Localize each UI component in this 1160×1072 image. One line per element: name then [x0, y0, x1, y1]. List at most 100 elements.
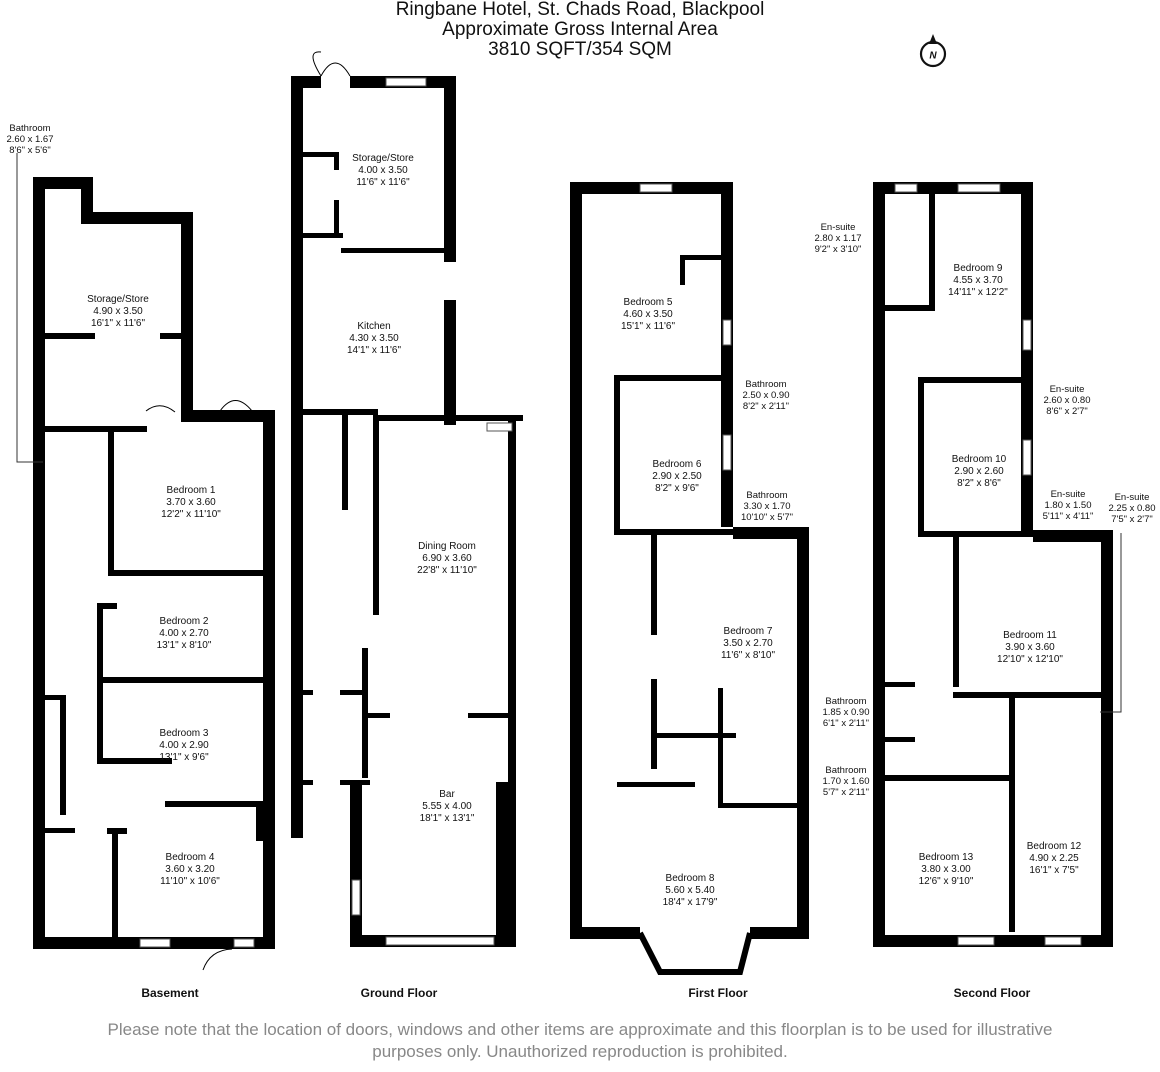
room-name: Kitchen: [357, 321, 391, 332]
floor-label-ground: Ground Floor: [360, 986, 438, 1000]
room-size-metric: 4.30 x 3.50: [349, 333, 399, 344]
room-size-metric: 4.00 x 2.70: [159, 628, 209, 639]
room-size-imperial: 18'1" x 13'1": [419, 813, 475, 824]
room-name: Bedroom 9: [953, 263, 1003, 274]
room-size-metric: 4.90 x 3.50: [93, 306, 143, 317]
room-label: Bedroom 6 2.90 x 2.50 8'2" x 9'6": [652, 459, 701, 495]
area-total: 3810 SQFT/354 SQM: [488, 39, 672, 60]
room-name: Bedroom 8: [665, 873, 715, 884]
room-size-metric: 1.85 x 0.90: [822, 707, 870, 718]
room-label: Bathroom 3.30 x 1.70 10'10" x 5'7": [741, 490, 793, 523]
room-size-imperial: 7'5" x 2'7": [1111, 514, 1153, 525]
disclaimer-line-1: Please note that the location of doors, …: [107, 1020, 1053, 1039]
room-size-metric: 4.55 x 3.70: [953, 275, 1003, 286]
floor-label-basement: Basement: [141, 986, 199, 1000]
room-size-imperial: 8'2" x 2'11": [742, 401, 790, 412]
room-size-imperial: 11'6" x 11'6": [356, 177, 410, 188]
room-size-metric: 4.00 x 2.90: [159, 740, 209, 751]
room-name: Storage/Store: [352, 153, 414, 164]
room-size-metric: 2.60 x 1.67: [6, 134, 54, 145]
basement-walls: [33, 177, 275, 949]
room-label: Storage/Store 4.90 x 3.50 16'1" x 11'6": [87, 294, 149, 330]
room-label: Bedroom 5 4.60 x 3.50 15'1" x 11'6": [621, 297, 675, 333]
room-name: En-suite: [1049, 384, 1085, 395]
room-name: Bathroom: [825, 696, 867, 707]
room-label: Kitchen 4.30 x 3.50 14'1" x 11'6": [347, 321, 401, 357]
room-size-imperial: 22'8" x 11'10": [417, 565, 477, 576]
room-size-metric: 3.30 x 1.70: [743, 501, 791, 512]
room-label: En-suite 1.80 x 1.50 5'11" x 4'11": [1043, 489, 1094, 522]
room-size-metric: 5.55 x 4.00: [422, 801, 472, 812]
room-size-imperial: 6'1" x 2'11": [822, 718, 870, 729]
room-size-imperial: 16'1" x 7'5": [1029, 865, 1079, 876]
room-label: Bathroom 2.50 x 0.90 8'2" x 2'11": [742, 379, 789, 412]
room-label: Bedroom 7 3.50 x 2.70 11'6" x 8'10": [721, 626, 775, 662]
room-label: Bedroom 2 4.00 x 2.70 13'1" x 8'10": [157, 616, 212, 652]
room-size-metric: 3.80 x 3.00: [921, 864, 971, 875]
room-size-imperial: 12'6" x 9'10": [918, 876, 974, 887]
room-size-imperial: 12'10" x 12'10": [997, 654, 1063, 665]
room-label: Dining Room 6.90 x 3.60 22'8" x 11'10": [417, 541, 477, 577]
room-size-imperial: 14'1" x 11'6": [346, 345, 402, 356]
room-label: Bedroom 4 3.60 x 3.20 11'10" x 10'6": [160, 852, 220, 888]
room-size-imperial: 8'2" x 8'6": [957, 478, 1001, 489]
room-size-imperial: 13'1" x 9'6": [159, 752, 209, 763]
room-size-imperial: 11'6" x 8'10": [720, 650, 776, 661]
room-size-metric: 2.90 x 2.60: [954, 466, 1004, 477]
room-label: Bedroom 11 3.90 x 3.60 12'10" x 12'10": [997, 630, 1063, 666]
room-label: Bedroom 3 4.00 x 2.90 13'1" x 9'6": [159, 728, 208, 764]
room-size-metric: 3.70 x 3.60: [166, 497, 216, 508]
room-size-imperial: 5'7" x 2'11": [822, 787, 870, 798]
room-size-imperial: 5'11" x 4'11": [1042, 511, 1094, 522]
room-size-imperial: 11'10" x 10'6": [160, 876, 220, 887]
room-size-metric: 4.60 x 3.50: [623, 309, 673, 320]
room-name: Bedroom 2: [159, 616, 209, 627]
first-floor-walls: [570, 182, 809, 939]
room-label: Bedroom 12 4.90 x 2.25 16'1" x 7'5": [1027, 841, 1081, 877]
room-size-imperial: 14'11" x 12'2": [948, 287, 1008, 298]
room-size-metric: 4.90 x 2.25: [1029, 853, 1079, 864]
floor-label-second: Second Floor: [953, 986, 1031, 1000]
room-label: En-suite 2.80 x 1.17 9'2" x 3'10": [814, 222, 861, 255]
room-size-metric: 4.00 x 3.50: [358, 165, 408, 176]
room-size-imperial: 8'2" x 9'6": [655, 483, 699, 494]
room-name: Bedroom 12: [1026, 841, 1082, 852]
room-name: Dining Room: [418, 541, 476, 552]
room-label: Bedroom 13 3.80 x 3.00 12'6" x 9'10": [919, 852, 974, 888]
disclaimer: Please note that the location of doors, …: [20, 1019, 1140, 1063]
property-address: Ringbane Hotel, St. Chads Road, Blackpoo…: [395, 0, 765, 20]
room-name: Bedroom 13: [918, 852, 974, 863]
room-size-metric: 3.50 x 2.70: [723, 638, 773, 649]
room-label: Bathroom 1.70 x 1.60 5'7" x 2'11": [822, 765, 869, 798]
room-size-metric: 6.90 x 3.60: [422, 553, 472, 564]
room-size-metric: 5.60 x 5.40: [665, 885, 715, 896]
room-name: En-suite: [820, 222, 856, 233]
room-name: Bedroom 3: [159, 728, 209, 739]
room-name: Bar: [439, 789, 455, 800]
room-size-metric: 2.90 x 2.50: [652, 471, 702, 482]
area-caption: Approximate Gross Internal Area: [442, 19, 718, 40]
room-size-imperial: 8'6" x 5'6": [9, 145, 51, 156]
room-size-metric: 2.60 x 0.80: [1043, 395, 1091, 406]
room-label: Bedroom 9 4.55 x 3.70 14'11" x 12'2": [948, 263, 1008, 299]
room-name: Bathroom: [9, 123, 51, 134]
room-size-imperial: 9'2" x 3'10": [814, 244, 862, 255]
room-size-imperial: 10'10" x 5'7": [740, 512, 794, 523]
room-size-metric: 3.90 x 3.60: [1005, 642, 1055, 653]
plan-title: Ringbane Hotel, St. Chads Road, Blackpoo…: [330, 0, 830, 60]
room-size-metric: 2.25 x 0.80: [1108, 503, 1156, 514]
room-label: Bar 5.55 x 4.00 18'1" x 13'1": [420, 789, 475, 825]
room-label: Bedroom 8 5.60 x 5.40 18'4" x 17'9": [663, 873, 718, 909]
room-size-imperial: 15'1" x 11'6": [620, 321, 676, 332]
room-name: Bedroom 10: [951, 454, 1007, 465]
room-label: Bathroom 2.60 x 1.67 8'6" x 5'6": [6, 123, 53, 156]
room-size-metric: 1.80 x 1.50: [1044, 500, 1092, 511]
room-size-imperial: 18'4" x 17'9": [662, 897, 718, 908]
svg-text:N: N: [929, 51, 937, 62]
room-label: En-suite 2.25 x 0.80 7'5" x 2'7": [1108, 492, 1155, 525]
room-name: Bathroom: [825, 765, 867, 776]
room-label: Storage/Store 4.00 x 3.50 11'6" x 11'6": [352, 153, 414, 189]
room-name: Bathroom: [746, 490, 788, 501]
room-size-metric: 2.50 x 0.90: [742, 390, 790, 401]
